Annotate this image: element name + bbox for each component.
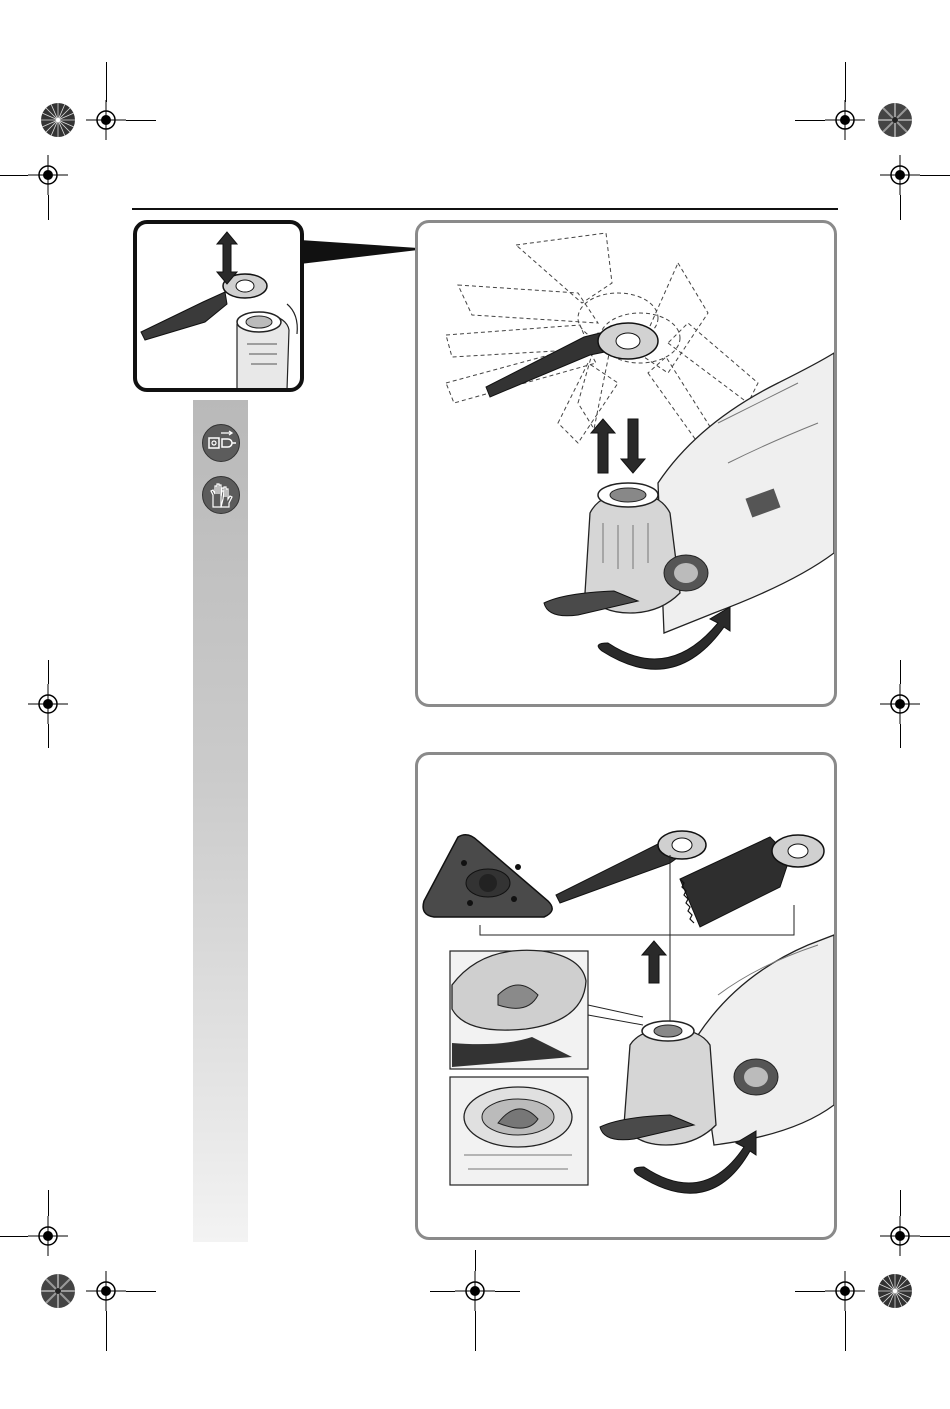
arrow-down-icon [621, 419, 645, 473]
print-rosette-icon [40, 102, 76, 138]
crosshair-registration-icon [825, 1271, 865, 1311]
crosshair-registration-icon [86, 100, 126, 140]
crosshair-registration-icon [880, 684, 920, 724]
registration-line [106, 1311, 107, 1351]
registration-line [900, 660, 901, 684]
registration-line [795, 120, 825, 121]
print-rosette-icon [877, 102, 913, 138]
registration-line [900, 195, 901, 220]
arrow-up-icon [642, 941, 666, 983]
registration-line [795, 1291, 825, 1292]
blade-position-adjustment-illustration [415, 220, 837, 707]
blade-mounting-thumbnail [133, 220, 304, 392]
registration-line [845, 62, 846, 102]
unplug-power-icon [202, 424, 240, 462]
registration-line [0, 1236, 28, 1237]
registration-line [920, 1236, 950, 1237]
crosshair-registration-icon [825, 100, 865, 140]
registration-line [900, 1190, 901, 1216]
crosshair-registration-icon [86, 1271, 126, 1311]
registration-line [106, 62, 107, 102]
accessory-removal-illustration [415, 752, 837, 1240]
registration-line [126, 1291, 156, 1292]
print-rosette-icon [40, 1273, 76, 1309]
crosshair-registration-icon [880, 1216, 920, 1256]
crosshair-registration-icon [28, 684, 68, 724]
safety-sidebar [193, 400, 248, 1242]
registration-line [475, 1250, 476, 1271]
registration-line [0, 175, 28, 176]
registration-line [475, 1311, 476, 1351]
header-rule [132, 208, 838, 210]
print-rosette-icon [877, 1273, 913, 1309]
callout-connector [300, 236, 420, 266]
registration-line [495, 1291, 520, 1292]
registration-line [48, 660, 49, 684]
registration-line [48, 1190, 49, 1216]
crosshair-registration-icon [28, 155, 68, 195]
registration-line [126, 120, 156, 121]
registration-line [845, 1311, 846, 1351]
crosshair-registration-icon [455, 1271, 495, 1311]
arrow-up-icon [217, 232, 237, 284]
protective-gloves-icon [202, 476, 240, 514]
registration-line [48, 195, 49, 220]
registration-line [920, 175, 950, 176]
registration-line [48, 724, 49, 748]
crosshair-registration-icon [28, 1216, 68, 1256]
crosshair-registration-icon [880, 155, 920, 195]
registration-line [900, 724, 901, 748]
registration-line [430, 1291, 455, 1292]
